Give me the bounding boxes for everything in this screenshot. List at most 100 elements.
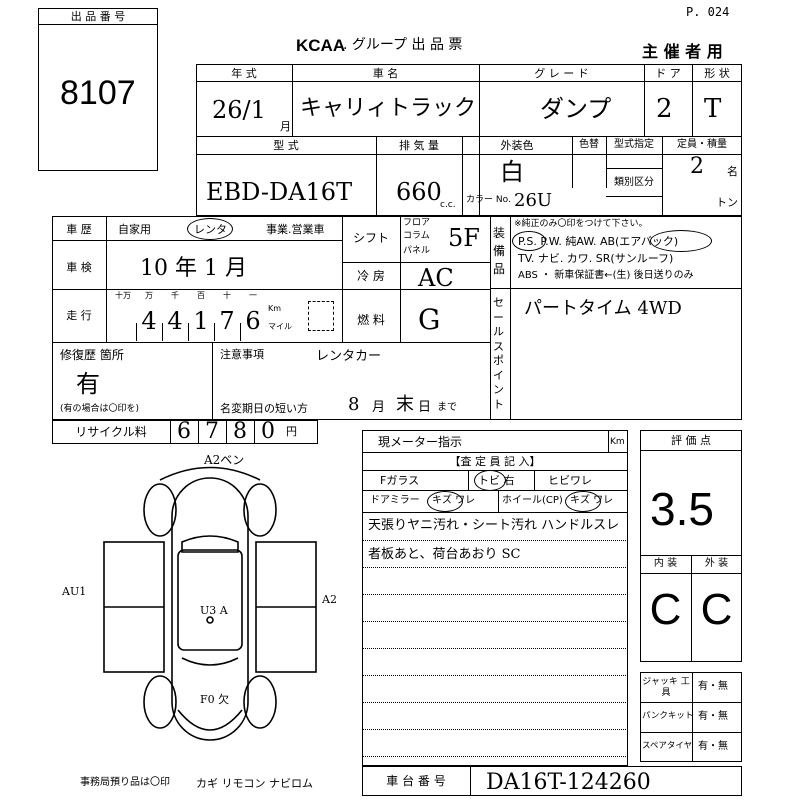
odometer-unit-label: 万 [145, 291, 153, 300]
vehicle-info-table [196, 64, 742, 216]
recycle-digit: 6 [177, 419, 191, 444]
chassis-box [362, 766, 742, 796]
color-label: 外装色 [500, 139, 534, 152]
doors-value: 2 [656, 94, 673, 124]
diagram-top-note: A2ベン [204, 453, 245, 467]
comment-rule [362, 675, 628, 676]
caution-note: レンタカー [316, 349, 382, 364]
lot-number-box [38, 8, 158, 171]
period-label: 名変期日の短い方 [220, 402, 308, 415]
displacement-value: 660 [396, 178, 442, 206]
repair-note: (有の場合は〇印を) [60, 404, 140, 414]
recycle-digit: 0 [261, 419, 275, 444]
month-char: 月 [372, 400, 386, 415]
mirror-circle [427, 491, 463, 512]
shape-value: T [704, 94, 722, 124]
odometer-km: Km [268, 304, 282, 313]
shaken-value: 10 年 1 月 [140, 256, 247, 281]
grade-value: ダンプ [540, 95, 612, 123]
equipment-line-1[interactable]: P.S. P.W. 純AW. AB(エアバック) [518, 235, 679, 248]
car-outline [103, 466, 317, 741]
recycle-label: リサイクル料 [75, 425, 147, 439]
shift-value: 5F [448, 224, 480, 252]
caution-label: 注意事項 [220, 348, 264, 361]
odometer-mile: マイル [268, 322, 292, 331]
day-char: 日 [418, 400, 432, 415]
history-private[interactable]: 自家用 [118, 223, 151, 236]
model-year: 26/1 [212, 96, 266, 124]
repair-label: 修復歴 箇所 [60, 348, 124, 362]
diagram-left-note: AU1 [62, 585, 87, 598]
sales-point-text: パートタイム 4WD [524, 298, 682, 319]
interior-grade: C [649, 585, 682, 634]
shift-label: シフト [352, 231, 389, 245]
comment-rule [362, 648, 628, 649]
exterior-color: 白 [500, 158, 524, 186]
meter-km: Km [610, 437, 625, 447]
type-designation-label: 型式指定 [614, 139, 654, 150]
f-glass-label: Fガラス [380, 474, 420, 487]
comment-line-1: 天張りヤニ汚れ・シート汚れ ハンドルスレ [368, 518, 620, 533]
mileage-check-box[interactable] [308, 301, 334, 331]
diagram-right-note: A2 [322, 593, 337, 606]
comment-rule [362, 567, 628, 568]
odometer-digit: 4 [141, 307, 157, 335]
capacity-label: 定員・積量 [677, 139, 727, 150]
inspection-box [362, 430, 628, 766]
lot-number: 8107 [60, 74, 136, 112]
form-title: . グループ 出 品 票 [343, 37, 463, 53]
diagram-center-note: U3 A [200, 604, 228, 617]
equipment-line-2[interactable]: TV. ナビ. カワ. SR(サンルーフ) [518, 252, 674, 265]
comment-rule [362, 756, 628, 757]
odometer-unit-label: 十万 [115, 291, 131, 300]
tool-puncture-opts[interactable]: 有・無 [698, 711, 728, 722]
shaken-label: 車 検 [66, 261, 92, 274]
f-glass-crack[interactable]: ヒビワレ [548, 474, 592, 487]
odometer-unit-label: 十 [223, 291, 231, 300]
tool-jack-opts[interactable]: 有・無 [698, 681, 728, 692]
repair-value: 有 [76, 370, 100, 398]
displacement-label: 排 気 量 [399, 139, 439, 152]
sales-point-label: セールスポイント [493, 296, 504, 411]
comment-rule [362, 594, 628, 595]
model-code: EBD-DA16T [206, 178, 353, 206]
tool-spare-opts[interactable]: 有・無 [698, 741, 728, 752]
recycle-digit: 8 [233, 419, 247, 444]
capacity-value: 2 [690, 154, 704, 179]
tool-spare-label: スペアタイヤ [642, 741, 693, 751]
ac-label: 冷 房 [357, 269, 385, 283]
period-day: 末 [396, 394, 414, 415]
odometer-unit-label: 百 [197, 291, 205, 300]
vehicle-damage-diagram [60, 450, 360, 770]
mileage-label: 走 行 [66, 309, 92, 322]
chassis-number: DA16T-124260 [486, 770, 651, 795]
made-char: まで [437, 402, 457, 413]
brand-logo: KCAA [296, 36, 346, 55]
load-unit: トン [716, 196, 738, 209]
recycle-digit: 7 [205, 419, 219, 444]
model-label: 車 名 [372, 67, 399, 80]
score-value: 3.5 [650, 483, 714, 535]
airbag-circle [650, 230, 712, 252]
capacity-unit: 名 [727, 165, 738, 178]
office-items: カギ リモコン ナビロム [196, 777, 313, 790]
doors-label: ド ア [655, 67, 681, 80]
type-label: 型 式 [273, 139, 299, 152]
shape-label: 形 状 [704, 67, 730, 80]
odometer-digit: 7 [219, 307, 235, 335]
year-label: 年 式 [231, 67, 257, 80]
tools-box [640, 672, 742, 762]
equipment-line-3[interactable]: ABS ・ 新車保証書←(生) 後日送りのみ [518, 270, 694, 281]
score-label: 評 価 点 [671, 434, 711, 447]
shift-panel: パネル [403, 246, 431, 256]
car-name: キャリィトラック [300, 96, 477, 121]
comment-rule [362, 540, 628, 541]
color-check-label: 色替 [579, 139, 599, 150]
period-month: 8 [348, 394, 360, 415]
recycle-yen: 円 [286, 425, 297, 438]
chassis-label: 車 台 番 号 [386, 774, 446, 788]
history-business[interactable]: 事業.営業車 [266, 223, 325, 236]
meter-label: 現メーター指示 [378, 435, 463, 449]
tobi-circle [474, 470, 506, 491]
equipment-note: ※純正のみ〇印をつけて下さい。 [514, 219, 648, 229]
